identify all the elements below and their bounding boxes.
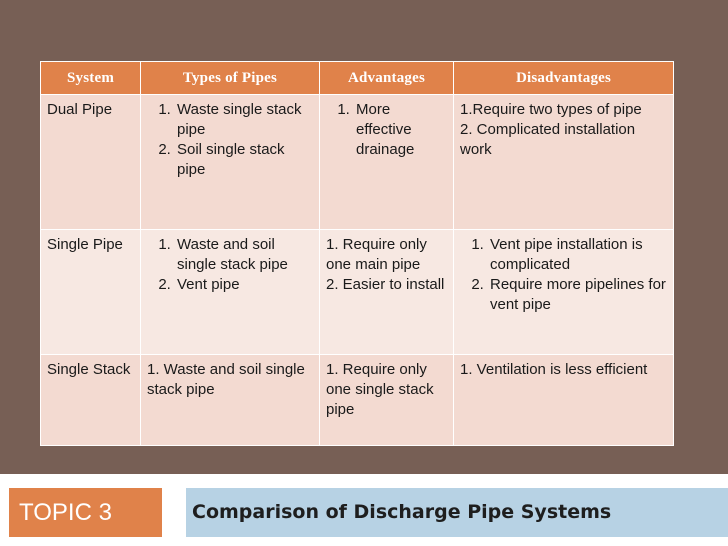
header-advantages: Advantages — [319, 61, 454, 95]
disadvantages-list: Vent pipe installation is complicated Re… — [460, 235, 667, 315]
slide-title: Comparison of Discharge Pipe Systems — [186, 488, 728, 537]
advantages-list: More effective drainage — [326, 100, 447, 160]
list-item: More effective drainage — [354, 100, 447, 160]
cell-types: Waste and soil single stack pipe Vent pi… — [140, 229, 320, 355]
text-line: 1. Require only one main pipe — [326, 236, 427, 273]
list-item: Vent pipe installation is complicated — [488, 235, 667, 275]
cell-advantages: More effective drainage — [319, 94, 454, 230]
header-system: System — [40, 61, 141, 95]
list-item: Waste and soil single stack pipe — [175, 235, 313, 275]
list-item: Waste single stack pipe — [175, 100, 313, 140]
list-item: Soil single stack pipe — [175, 140, 313, 180]
cell-disadvantages: 1. Ventilation is less efficient — [453, 354, 674, 446]
header-disadvantages: Disadvantages — [453, 61, 674, 95]
cell-disadvantages: Vent pipe installation is complicated Re… — [453, 229, 674, 355]
cell-system: Single Stack — [40, 354, 141, 446]
table-row: Single Pipe Waste and soil single stack … — [40, 229, 674, 355]
cell-advantages: 1. Require only one main pipe 2. Easier … — [319, 229, 454, 355]
topic-label: TOPIC 3 — [9, 488, 162, 537]
comparison-table: System Types of Pipes Advantages Disadva… — [40, 61, 674, 446]
cell-advantages: 1. Require only one single stack pipe — [319, 354, 454, 446]
cell-types: Waste single stack pipe Soil single stac… — [140, 94, 320, 230]
types-list: Waste and soil single stack pipe Vent pi… — [147, 235, 313, 295]
table-row: Single Stack 1. Waste and soil single st… — [40, 354, 674, 446]
table-row: Dual Pipe Waste single stack pipe Soil s… — [40, 94, 674, 230]
text-line: 2. Complicated installation work — [460, 121, 636, 158]
cell-disadvantages: 1.Require two types of pipe 2. Complicat… — [453, 94, 674, 230]
types-list: Waste single stack pipe Soil single stac… — [147, 100, 313, 180]
text-line: 1.Require two types of pipe — [460, 101, 642, 118]
cell-system: Dual Pipe — [40, 94, 141, 230]
text-line: 2. Easier to install — [326, 276, 445, 293]
cell-types: 1. Waste and soil single stack pipe — [140, 354, 320, 446]
list-item: Require more pipelines for vent pipe — [488, 275, 667, 315]
header-types-of-pipes: Types of Pipes — [140, 61, 320, 95]
cell-system: Single Pipe — [40, 229, 141, 355]
list-item: Vent pipe — [175, 275, 313, 295]
table-header-row: System Types of Pipes Advantages Disadva… — [40, 61, 674, 95]
